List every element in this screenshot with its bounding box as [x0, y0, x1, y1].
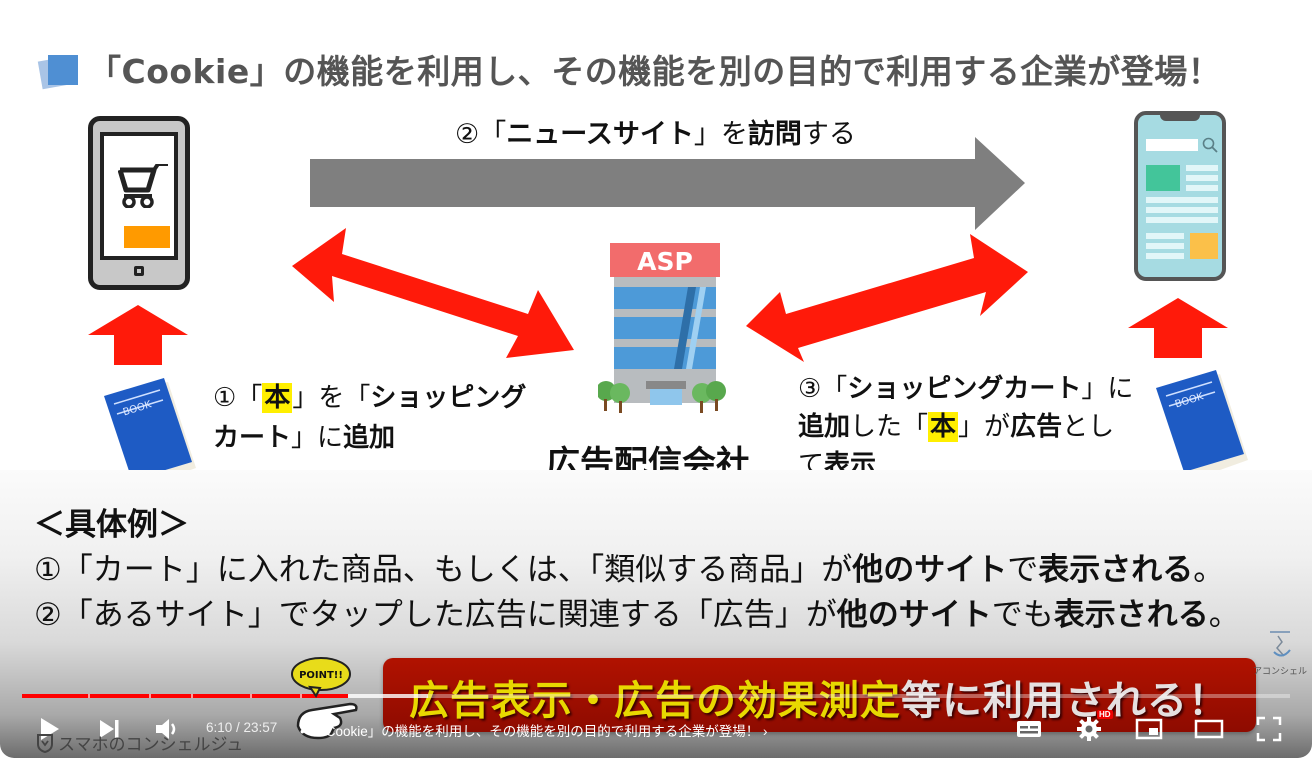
search-bar-graphic — [1146, 139, 1198, 151]
text-part: で — [1007, 552, 1039, 588]
chapter-title: 「Cookie」の機能を利用し、その機能を別の目的で利用する企業が登場！ — [312, 724, 760, 739]
text-bold: 追加 — [343, 423, 396, 453]
banner-highlight-text: 広告表示・広告の効果測定 — [409, 678, 901, 724]
example-item-2: ②「あるサイト」でタップした広告に関連する「広告」が他のサイトでも表示される。 — [34, 593, 1240, 638]
red-double-arrow-icon — [746, 234, 1028, 362]
progress-track — [22, 694, 1290, 698]
shield-logo-icon — [37, 733, 53, 753]
channel-logo-icon — [1270, 631, 1291, 657]
channel-branding[interactable]: スマホのコンシェルジュ — [36, 730, 243, 755]
gray-right-arrow-icon — [310, 137, 1025, 230]
chapter-marker — [250, 694, 253, 698]
asp-building-icon: ASP — [598, 243, 726, 413]
text-part: 」が — [958, 412, 1011, 442]
text-bold: ショッピング — [370, 383, 527, 413]
title-square-icon — [37, 49, 80, 90]
red-up-arrow-icon — [88, 305, 188, 365]
chapter-marker — [87, 694, 90, 698]
text-bold: 他のサイト — [852, 552, 1008, 588]
chevron-right-icon: › — [763, 724, 768, 739]
label-bold: 訪問 — [747, 119, 802, 150]
book-icon: BOOK — [104, 378, 196, 488]
fullscreen-icon[interactable] — [1254, 714, 1284, 744]
step3-caption: ③「ショッピングカート」に 追加した「本」が広告とし て表示 — [798, 370, 1133, 484]
label-part: 」を — [693, 119, 748, 150]
text-part: 」に — [291, 423, 344, 453]
examples-heading: ＜具体例＞ — [34, 507, 189, 543]
text-part: 。 — [1193, 552, 1225, 588]
summary-banner: 広告表示・広告の効果測定等に利用される！ — [383, 658, 1256, 732]
pointing-hand-icon — [296, 702, 358, 740]
progress-bar[interactable] — [22, 694, 1290, 699]
text-part: した「 — [850, 412, 929, 442]
red-double-arrow-icon — [292, 228, 574, 358]
highlight-book: 本 — [928, 412, 959, 442]
label-bold: ニュースサイト — [506, 119, 694, 150]
watermark-text: アコンシェル — [1252, 667, 1307, 677]
next-icon[interactable] — [94, 714, 124, 744]
visit-news-site-label: ②「ニュースサイト」を訪問する — [455, 112, 856, 151]
text-part: とし — [1062, 412, 1115, 442]
text-bold: 表示される — [1053, 597, 1209, 633]
red-up-arrow-icon — [1128, 298, 1228, 358]
progress-played — [22, 694, 348, 698]
text-part: ①「カート」に入れた商品、もしくは、「類似する商品」が — [34, 552, 853, 588]
point-speech-bubble-icon: POINT!! — [291, 657, 351, 698]
text-part: 」を「 — [292, 383, 371, 413]
example-item-1: ①「カート」に入れた商品、もしくは、「類似する商品」が他のサイトで表示される。 — [34, 548, 1240, 593]
step1-caption: ①「本」を「ショッピング カート」に追加 — [213, 378, 526, 458]
point-label: POINT!! — [299, 670, 343, 681]
examples-section: ＜具体例＞ ①「カート」に入れた商品、もしくは、「類似する商品」が他のサイトで表… — [34, 503, 1240, 638]
text-bold: カート — [213, 423, 292, 453]
text-bold: 表示される — [1038, 552, 1194, 588]
slide-title: 「Cookie」の機能を利用し、その機能を別の目的で利用する企業が登場！ — [37, 44, 1222, 94]
chapter-title-button[interactable]: • 「Cookie」の機能を利用し、その機能を別の目的で利用する企業が登場！ › — [300, 720, 768, 740]
chapter-marker — [190, 694, 193, 698]
home-button-graphic — [134, 266, 144, 276]
text-bold: 広告 — [1010, 412, 1063, 442]
player-controls: 6:10 / 23:57 • 「Cookie」の機能を利用し、その機能を別の目的… — [0, 708, 1312, 748]
book-icon: BOOK — [1156, 370, 1248, 480]
text-bold: 追加 — [798, 412, 851, 442]
theater-mode-icon[interactable] — [1194, 714, 1224, 744]
tablet-shopping-icon — [88, 116, 190, 290]
text-part: 」に — [1081, 374, 1134, 404]
chapter-marker — [299, 694, 302, 698]
channel-name: スマホのコンシェルジュ — [58, 735, 244, 755]
text-part: ②「あるサイト」でタップした広告に関連する「広告」が — [34, 597, 837, 633]
settings-icon[interactable] — [1074, 714, 1104, 744]
label-part: する — [801, 119, 856, 150]
subtitles-icon[interactable] — [1014, 714, 1044, 744]
text-part: ③「 — [798, 374, 848, 404]
chapter-marker — [148, 694, 151, 698]
text-part: ①「 — [213, 383, 263, 413]
shopping-cart-icon — [118, 164, 168, 208]
slide-title-text: 「Cookie」の機能を利用し、その機能を別の目的で利用する企業が登場！ — [88, 52, 1222, 91]
search-icon — [1202, 137, 1218, 153]
text-bold: ショッピングカート — [847, 374, 1082, 404]
image-block-graphic — [1146, 165, 1180, 191]
building-sign-text: ASP — [637, 247, 693, 276]
text-part: でも — [991, 597, 1054, 633]
text-bold: 他のサイト — [836, 597, 992, 633]
ad-block-graphic — [1190, 233, 1218, 259]
hd-badge: HD — [1097, 710, 1113, 719]
banner-text: 等に利用される！ — [901, 678, 1229, 724]
channel-watermark[interactable]: アコンシェル — [1250, 630, 1310, 690]
miniplayer-icon[interactable] — [1134, 714, 1164, 744]
volume-icon[interactable] — [152, 714, 182, 744]
highlight-book: 本 — [262, 383, 293, 413]
smartphone-news-icon — [1134, 111, 1226, 281]
separator-dot: • — [300, 724, 305, 739]
label-part: ②「 — [455, 119, 507, 150]
orange-button-graphic — [124, 226, 170, 248]
text-part: 。 — [1208, 597, 1240, 633]
time-display: 6:10 / 23:57 — [206, 720, 278, 735]
